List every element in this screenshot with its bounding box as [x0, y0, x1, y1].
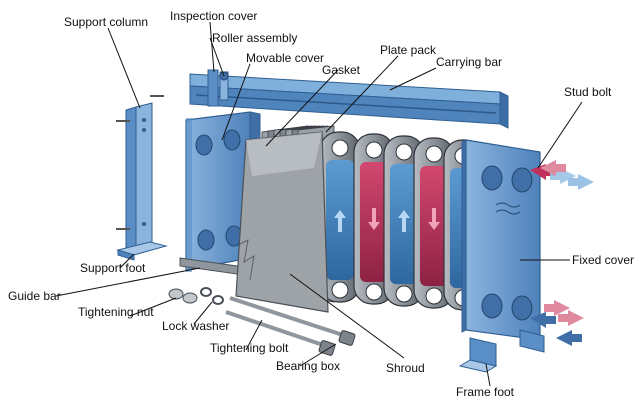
- label-frame-foot: Frame foot: [456, 385, 515, 399]
- label-movable-cover: Movable cover: [246, 51, 324, 65]
- support-foot: [116, 241, 168, 261]
- label-fixed-cover: Fixed cover: [572, 253, 634, 267]
- carrying-bar: [189, 73, 509, 129]
- shroud: [235, 131, 329, 313]
- label-inspection-cover: Inspection cover: [170, 9, 257, 23]
- column-bolts: [116, 95, 164, 230]
- label-tightening-bolt: Tightening bolt: [210, 341, 289, 355]
- label-shroud: Shroud: [386, 361, 425, 375]
- fixed-cover: [461, 139, 541, 341]
- label-guide-bar: Guide bar: [8, 289, 61, 303]
- label-stud-bolt: Stud bolt: [564, 85, 612, 99]
- flow-arrows: [334, 208, 440, 232]
- label-tightening-nut: Tightening nut: [78, 305, 154, 319]
- label-lock-washer: Lock washer: [162, 319, 229, 333]
- port-arrows: [530, 160, 594, 346]
- leader-lines: [55, 21, 583, 387]
- label-carrying-bar: Carrying bar: [436, 55, 502, 69]
- label-roller-assembly: Roller assembly: [212, 31, 297, 45]
- lock-washers: [200, 287, 224, 305]
- labels: Support column Inspection cover Roller a…: [8, 9, 634, 399]
- tightening-nuts: [168, 288, 198, 304]
- label-bearing-box: Bearing box: [276, 359, 340, 373]
- frame-foot: [458, 329, 545, 373]
- label-support-foot: Support foot: [80, 261, 146, 275]
- label-support-column: Support column: [64, 15, 148, 29]
- tightening-bolts: [225, 296, 353, 348]
- support-column: [125, 102, 153, 254]
- label-gasket: Gasket: [322, 63, 361, 77]
- label-plate-pack: Plate pack: [380, 43, 437, 57]
